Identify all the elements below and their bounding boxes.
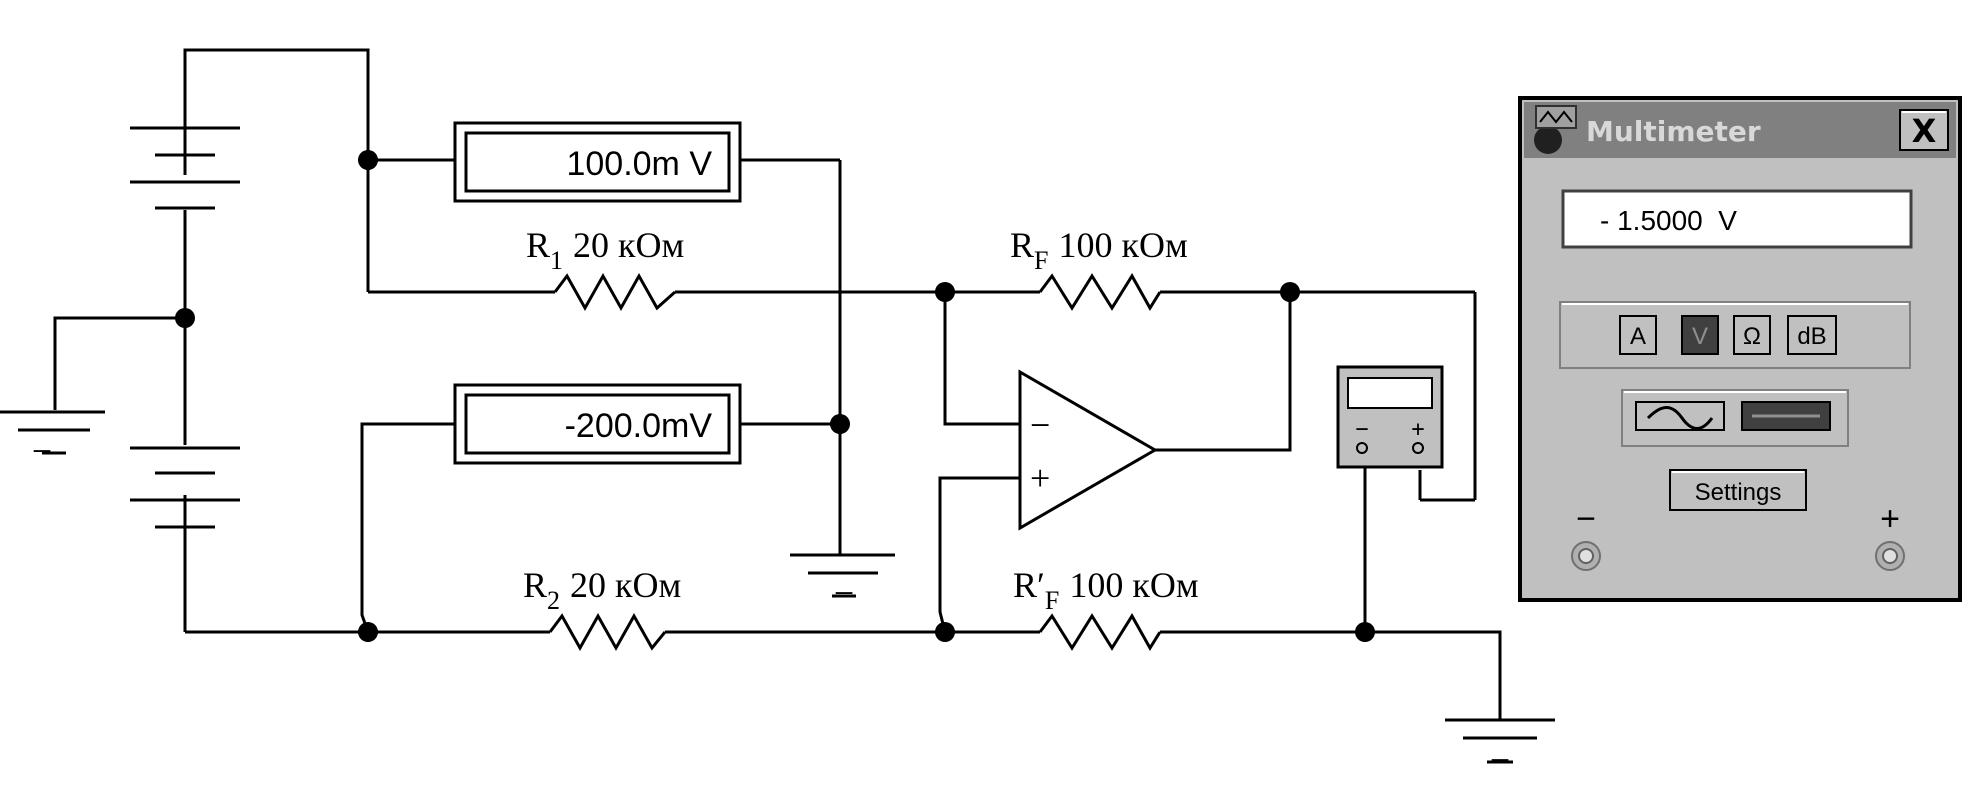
multimeter-window[interactable]: Multimeter X - 1.5000 V A V Ω dB xyxy=(1518,96,1962,602)
svg-text:A: A xyxy=(1630,323,1646,350)
multimeter-titlebar[interactable] xyxy=(1524,102,1956,158)
resistor-zigzags xyxy=(548,272,1162,652)
mode-button-ohm[interactable]: Ω xyxy=(1733,315,1771,355)
svg-text:Ω: Ω xyxy=(1743,323,1761,350)
voltmeter-2-reading: -200.0mV xyxy=(565,407,713,445)
mode-button-v[interactable]: V xyxy=(1681,315,1719,355)
voltmeter-1-reading: 100.0m V xyxy=(566,145,712,183)
mode-button-db[interactable]: dB xyxy=(1787,315,1837,355)
voltmeter-2[interactable]: -200.0mV xyxy=(453,383,742,465)
multimeter-close-button[interactable]: X xyxy=(1899,109,1949,151)
mode-button-a[interactable]: A xyxy=(1619,315,1657,355)
ground-middle xyxy=(790,553,895,598)
meter-minus-terminal[interactable] xyxy=(1356,442,1368,454)
ground-right xyxy=(1445,718,1555,764)
svg-text:dB: dB xyxy=(1797,323,1826,350)
svg-text:V: V xyxy=(1692,323,1708,350)
ground-left-label: − xyxy=(32,431,52,471)
meter-plus-label: + xyxy=(1411,417,1424,442)
settings-label: Settings xyxy=(1695,479,1782,506)
resistor-rf xyxy=(1038,273,1162,311)
ground-right-label: − xyxy=(1490,740,1510,780)
terminal-minus-label: − xyxy=(1576,500,1596,538)
multimeter-device[interactable]: − + xyxy=(1336,365,1444,469)
battery-bottom xyxy=(130,446,240,529)
battery-top xyxy=(130,126,240,210)
meter-minus-label: − xyxy=(1355,417,1368,442)
terminal-minus-jack[interactable] xyxy=(1571,541,1601,571)
resistor-r1 xyxy=(553,272,676,312)
close-icon: X xyxy=(1912,112,1937,150)
multimeter-display xyxy=(1561,189,1913,249)
multimeter-title: Multimeter xyxy=(1586,115,1761,148)
ground-middle-label: − xyxy=(834,573,854,613)
wires xyxy=(53,48,1502,720)
settings-button[interactable]: Settings xyxy=(1669,469,1807,511)
op-amp[interactable]: − + xyxy=(1018,369,1158,531)
junction-dots xyxy=(175,150,1375,642)
multimeter-app-icon xyxy=(1534,105,1577,154)
ac-wave-icon[interactable] xyxy=(1635,401,1725,431)
meter-plus-terminal[interactable] xyxy=(1412,442,1424,454)
terminal-plus-label: + xyxy=(1880,500,1900,538)
opamp-noninverting-sign: + xyxy=(1030,458,1050,498)
resistor-rf-prime xyxy=(1038,613,1162,651)
multimeter-reading: - 1.5000 V xyxy=(1600,205,1737,236)
ground-left xyxy=(0,410,105,455)
dc-line-icon[interactable] xyxy=(1741,401,1831,431)
voltmeter-1[interactable]: 100.0m V xyxy=(453,121,742,203)
opamp-inverting-sign: − xyxy=(1030,405,1050,445)
terminal-plus-jack[interactable] xyxy=(1875,541,1905,571)
resistor-r2 xyxy=(548,612,667,652)
